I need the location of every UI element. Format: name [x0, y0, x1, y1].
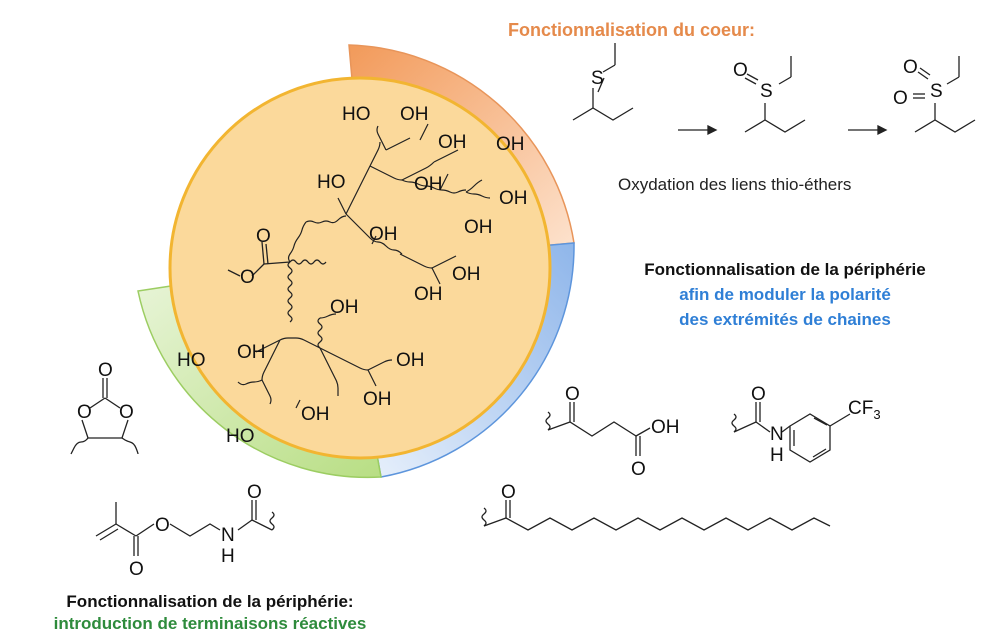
oxygen-label: O — [893, 88, 908, 109]
oh-label: OH — [452, 264, 481, 285]
oxidation-caption: Oxydation des liens thio-éthers — [618, 175, 852, 194]
oh-label: HO — [177, 350, 206, 371]
succinate-structure — [545, 402, 651, 456]
oxygen-label: O — [631, 459, 646, 480]
methacrylate-structure — [95, 500, 275, 556]
reaction-arrow — [678, 124, 718, 136]
periphery-reactive-title: Fonctionnalisation de la périphérie: int… — [20, 591, 400, 635]
oh-label: OH — [363, 389, 392, 410]
oh-label: OH — [330, 297, 359, 318]
core-methyl-ester — [227, 241, 291, 277]
oxygen-label: O — [501, 482, 516, 503]
oh-label: OH — [396, 350, 425, 371]
oh-label: OH — [237, 342, 266, 363]
oxygen-label: O — [733, 60, 748, 81]
sulfur-label: S — [930, 81, 943, 102]
oxygen-label: O — [565, 384, 580, 405]
oh-label: O — [240, 267, 255, 288]
dendrimer-branches — [237, 123, 491, 409]
oh-label: OH — [301, 404, 330, 425]
trifluoromethyl-label: CF3 — [848, 398, 881, 422]
oh-label: OH — [414, 174, 443, 195]
oh-label: OH — [400, 104, 429, 125]
core-hydroxyl-labels: HO OH OH OH HO OH OH OH OH OH OH OH O O … — [177, 104, 528, 447]
sulfur-label: S — [591, 68, 604, 89]
oxygen-label: O — [751, 384, 766, 405]
oh-label: HO — [342, 104, 371, 125]
nitrogen-label: N — [221, 525, 235, 546]
sulfoxide-structure — [744, 56, 806, 133]
oxygen-label: O — [98, 360, 113, 381]
hydrogen-label: H — [221, 546, 235, 567]
oh-label: HO — [226, 426, 255, 447]
periphery-reactive-line2: introduction de terminaisons réactives — [53, 614, 367, 633]
oh-label: OH — [414, 284, 443, 305]
oxygen-label: O — [155, 515, 170, 536]
core-functionalization-title: Fonctionnalisation du coeur: — [508, 20, 755, 40]
polymer-core-circle — [168, 76, 552, 460]
oxygen-label: O — [77, 402, 92, 423]
oxygen-label: O — [903, 57, 918, 78]
hydroxyl-label: OH — [651, 417, 680, 438]
oxygen-label: O — [247, 482, 262, 503]
sulfone-structure — [913, 56, 976, 133]
fatty-acyl-chain-structure — [481, 500, 831, 531]
oh-label: OH — [496, 134, 525, 155]
periphery-polarity-line2: afin de moduler la polarité — [679, 285, 891, 304]
oh-label: OH — [369, 224, 398, 245]
oh-label: OH — [499, 188, 528, 209]
oh-label: HO — [317, 172, 346, 193]
periphery-polarity-line1: Fonctionnalisation de la périphérie — [644, 260, 926, 279]
periphery-polarity-title: Fonctionnalisation de la périphérie afin… — [590, 257, 980, 332]
hydrogen-label: H — [770, 445, 784, 466]
reaction-arrow — [848, 124, 888, 136]
oh-label: OH — [464, 217, 493, 238]
oxygen-label: O — [119, 402, 134, 423]
oh-label: OH — [438, 132, 467, 153]
periphery-polarity-line3: des extrémités de chaines — [679, 310, 891, 329]
oh-label: O — [256, 226, 271, 247]
oxygen-label: O — [129, 559, 144, 580]
periphery-reactive-line1: Fonctionnalisation de la périphérie: — [66, 592, 354, 611]
sulfur-label: S — [760, 81, 773, 102]
thioether-structure — [572, 43, 634, 121]
cyclic-carbonate-structure — [70, 378, 139, 455]
nitrogen-label: N — [770, 424, 784, 445]
trifluoromethylanilide-structure — [731, 402, 851, 463]
